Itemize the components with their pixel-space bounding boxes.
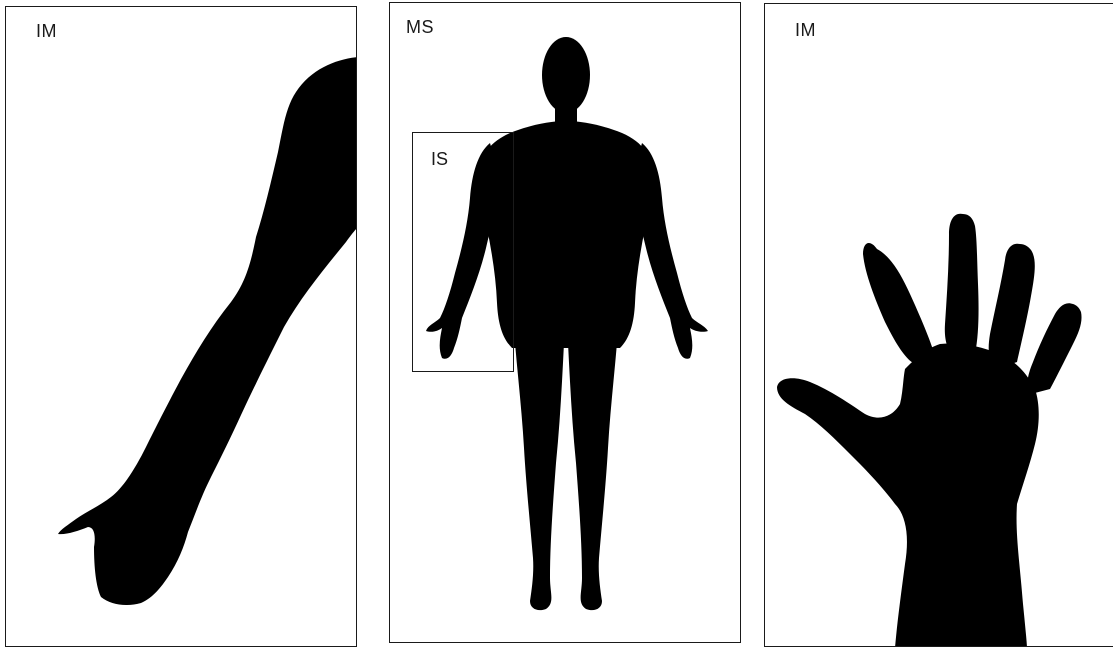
inset-label: IS — [431, 149, 448, 170]
panel-right-hand: IM — [764, 3, 1113, 647]
panel-center-body: MS IS — [389, 2, 741, 643]
arm-silhouette — [6, 7, 357, 647]
panel-label: IM — [795, 20, 816, 41]
panel-label: IM — [36, 21, 57, 42]
panel-left-arm: IM — [5, 6, 357, 647]
inset-region-box: IS — [412, 132, 514, 372]
panel-label: MS — [406, 17, 434, 38]
hand-silhouette — [765, 4, 1113, 647]
